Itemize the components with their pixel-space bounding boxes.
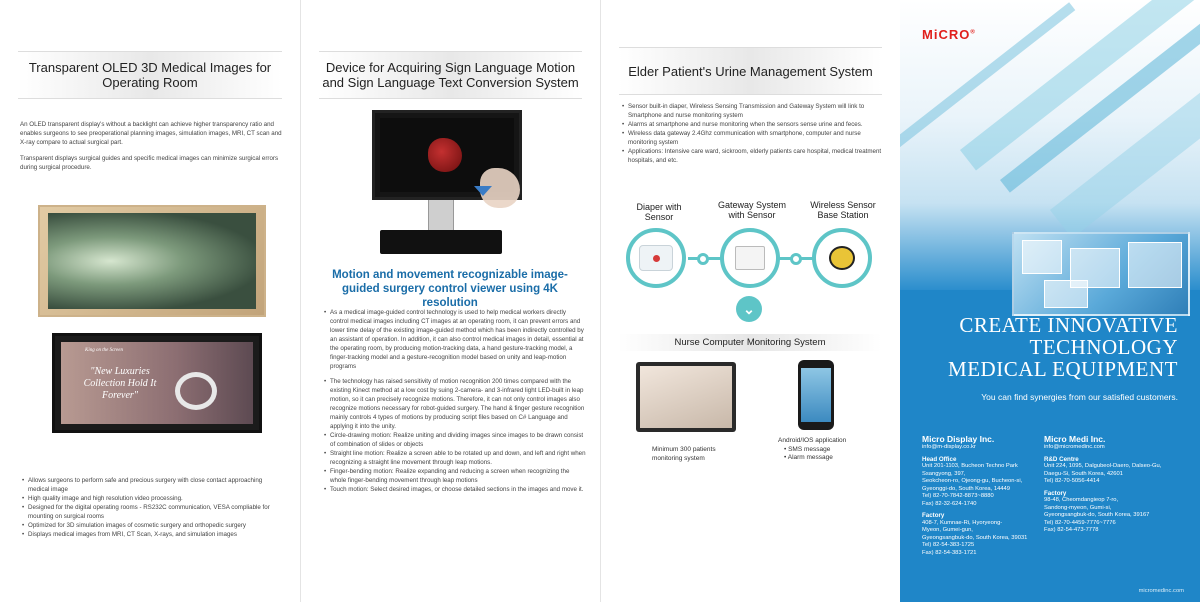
label-diaper-sensor: Diaper with Sensor [636, 202, 682, 222]
list-item: Applications: Intensive care ward, sickr… [622, 147, 884, 165]
nurse-station-image [636, 362, 736, 432]
list-item: Alarms at smartphone and nurse monitorin… [622, 120, 884, 129]
transparent-showcase-image: King on the Screen "New Luxuries Collect… [52, 333, 262, 433]
panel1-paragraph-1: An OLED transparent display's without a … [20, 121, 282, 146]
label-gateway: Gateway System with Sensor [717, 200, 787, 220]
heart-3d-icon [428, 138, 462, 172]
phone-caption-item: • Alarm message [784, 454, 833, 461]
panel3-feature-list: Sensor built-in diaper, Wireless Sensing… [622, 102, 884, 165]
connector-dot [697, 253, 709, 265]
cover-panel: MiCRO® Create Innovative Technology Medi… [900, 0, 1200, 602]
gateway-device-icon [735, 246, 765, 270]
panel1-title: Transparent OLED 3D Medical Images for O… [18, 51, 282, 99]
email-link[interactable]: info@m-display.co.kr [922, 444, 976, 450]
panel2-feature-list: As a medical image-guided control techno… [324, 308, 586, 494]
phone-caption: Android/IOS application • SMS message • … [778, 437, 868, 463]
connector-dot [790, 253, 802, 265]
panel3-title: Elder Patient's Urine Management System [619, 47, 882, 95]
panel1-feature-list: Allows surgeons to perform safe and prec… [22, 476, 284, 539]
list-item: Straight line motion: Realize a screen a… [324, 449, 586, 467]
list-item: Wireless data gateway 2.4Ghz communicati… [622, 129, 884, 147]
list-item: Allows surgeons to perform safe and prec… [22, 476, 284, 494]
list-item: Designed for the digital operating rooms… [22, 503, 284, 521]
ring-icon [175, 372, 217, 410]
nurse-monitoring-title: Nurse Computer Monitoring System [618, 334, 882, 351]
list-item: High quality image and high resolution v… [22, 494, 284, 503]
wireless-base-circle [812, 228, 872, 288]
panel-sign-language: Device for Acquiring Sign Language Motio… [300, 0, 600, 602]
list-item: Optimized for 3D simulation images of co… [22, 521, 284, 530]
panel1-intro: An OLED transparent display's without a … [20, 120, 282, 179]
panel2-heading: Motion and movement recognizable image-g… [332, 269, 568, 309]
label-wireless-base: Wireless Sensor Base Station [810, 200, 876, 220]
showcase-text: "New Luxuries Collection Hold It Forever… [83, 366, 157, 401]
micro-logo: MiCRO® [922, 27, 976, 42]
gateway-circle [720, 228, 780, 288]
oled-display-image [38, 205, 266, 317]
pc-caption: Minimum 300 patients monitoring system [652, 446, 716, 462]
email-link[interactable]: info@micromedinc.com [1044, 444, 1105, 450]
panel2-title: Device for Acquiring Sign Language Motio… [319, 51, 582, 99]
monitor-base [380, 230, 502, 254]
website-link[interactable]: micromedinc.com [1138, 588, 1184, 594]
list-item: As a medical image-guided control techno… [324, 308, 586, 371]
cover-headline: Create Innovative Technology Medical Equ… [948, 313, 1178, 381]
chevron-down-icon: ⌄ [736, 296, 762, 322]
xray-hands-image [48, 213, 256, 309]
phone-caption-item: • SMS message [784, 445, 831, 453]
base-station-icon [829, 246, 855, 270]
list-item: Displays medical images from MRI, CT Sca… [22, 530, 284, 539]
list-item: Finger-bending motion: Realize expanding… [324, 467, 586, 485]
company-micro-display: Micro Display Inc. info@m-display.co.kr … [922, 434, 1046, 557]
diaper-icon [639, 245, 673, 271]
list-item: Circle-drawing motion: Realize uniting a… [324, 431, 586, 449]
showcase-script-text: King on the Screen [85, 348, 124, 353]
medical-collage-image [1012, 232, 1190, 316]
cover-tagline: You can find synergies from our satisfie… [981, 392, 1178, 402]
company-micro-medi: Micro Medi Inc. info@micromedinc.com R&D… [1044, 434, 1184, 535]
monitor-stand [428, 200, 454, 234]
list-item: The technology has raised sensitivity of… [324, 377, 586, 431]
phone-caption-title: Android/IOS application [778, 437, 847, 444]
list-item: Touch motion: Select desired images, or … [324, 485, 586, 494]
list-item: Sensor built-in diaper, Wireless Sensing… [622, 102, 884, 120]
diaper-sensor-circle [626, 228, 686, 288]
panel-oled: Transparent OLED 3D Medical Images for O… [0, 0, 300, 602]
panel1-paragraph-2: Transparent displays surgical guides and… [20, 155, 279, 171]
smartphone-image [798, 360, 834, 430]
gesture-arrow-icon [474, 186, 492, 196]
